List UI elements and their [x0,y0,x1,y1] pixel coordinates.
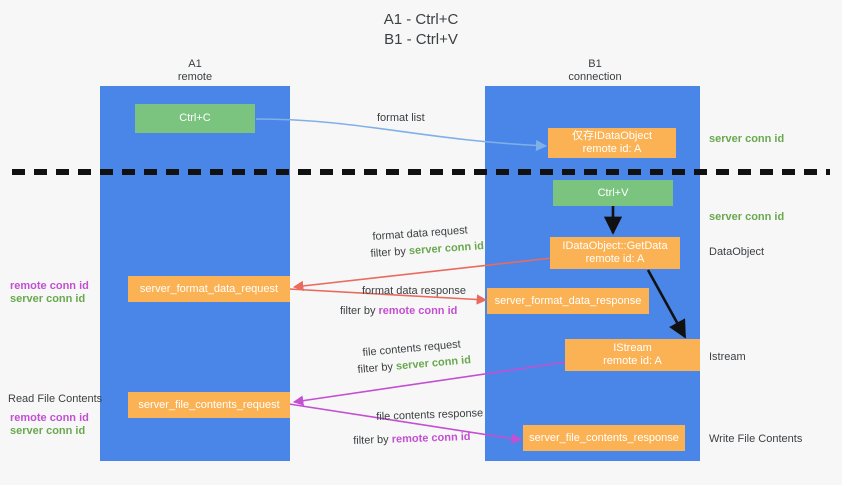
lane-header-a1: A1 remote [177,58,213,83]
label-format-data-response-filter: filter by remote conn id [340,304,457,318]
label-left-server-conn-id-2: server conn id [10,425,86,437]
filter-prefix: filter by [353,433,392,447]
box-ctrl-c[interactable]: Ctrl+C [135,104,255,133]
box-istream[interactable]: IStream remote id: A [565,339,700,371]
label-format-list: format list [377,112,425,124]
label-right-istream: Istream [709,351,746,363]
filter-prefix: filter by [357,360,397,376]
box-ctrl-v[interactable]: Ctrl+V [553,180,673,206]
label-left-read-file-contents: Read File Contents [8,393,103,405]
box-idataobject-getdata[interactable]: IDataObject::GetData remote id: A [550,237,680,269]
diagram-title: A1 - Ctrl+C B1 - Ctrl+V [383,11,459,48]
filter-value-remote-conn-id: remote conn id [391,430,471,446]
label-left-server-conn-id-1: server conn id [10,293,86,305]
label-file-contents-response-filter: filter by remote conn id [353,430,471,448]
filter-value-server-conn-id: server conn id [395,354,472,373]
label-format-data-response: format data response [362,285,466,297]
label-right-dataobject: DataObject [709,246,765,258]
box-idataobject-remote[interactable]: 仅存IDataObject remote id: A [548,128,676,158]
box-server-format-data-response[interactable]: server_format_data_response [487,288,649,314]
box-server-format-data-request[interactable]: server_format_data_request [128,276,290,302]
filter-prefix: filter by [340,305,379,317]
label-right-write-file-contents: Write File Contents [709,433,803,445]
label-right-server-conn-id-top: server conn id [709,133,785,145]
label-right-server-conn-id-mid: server conn id [709,211,785,223]
label-left-remote-conn-id-2: remote conn id [10,412,89,424]
filter-value-server-conn-id: server conn id [408,240,485,258]
filter-prefix: filter by [370,245,410,260]
filter-value-remote-conn-id: remote conn id [378,305,458,317]
label-left-remote-conn-id-1: remote conn id [10,280,89,292]
label-file-contents-response: file contents response [376,407,484,423]
lane-header-b1: B1 connection [568,58,622,83]
box-server-file-contents-request[interactable]: server_file_contents_request [128,392,290,418]
box-server-file-contents-response[interactable]: server_file_contents_response [523,425,685,451]
